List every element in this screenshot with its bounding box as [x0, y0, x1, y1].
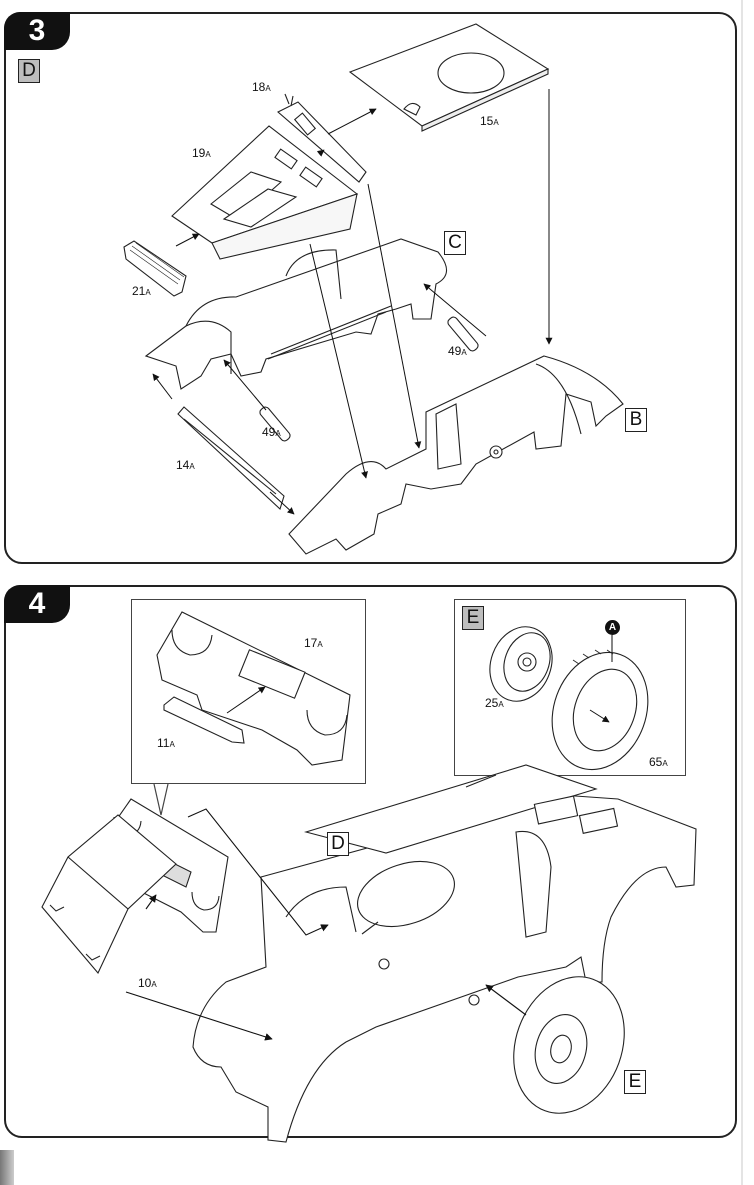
wheel-assembled — [513, 976, 625, 1114]
part-65-tyre — [551, 649, 649, 771]
part-11-plate — [163, 696, 245, 744]
page-edge-tab — [0, 1150, 14, 1185]
assembly-label-c: C — [444, 231, 466, 255]
part-number-14: 14A — [176, 458, 195, 472]
step-number: 3 — [4, 12, 70, 50]
assembly-d-hull — [192, 764, 697, 1143]
part-15-roof-plate — [348, 23, 550, 132]
assembly-label-d: D — [327, 832, 349, 856]
part-number-49-rear: 49A — [448, 344, 467, 358]
assembly-label-e-main: E — [624, 1070, 646, 1094]
assembly-label-e: E — [462, 606, 484, 630]
callout-pointer — [153, 783, 169, 816]
part-14-side-rail — [177, 406, 285, 511]
step-3-panel: 3 D — [4, 12, 737, 564]
part-number-65: 65A — [649, 755, 668, 769]
assembly-label-b: B — [625, 408, 647, 432]
step-4-diagram — [41, 764, 697, 1143]
part-number-17: 17A — [304, 636, 323, 650]
assembly-c-upper-body — [144, 238, 448, 390]
part-19-engine-deck — [171, 125, 359, 260]
part-number-10: 10A — [138, 976, 157, 990]
marker-a: A — [605, 620, 620, 635]
inset-wheel-assembly: E A — [454, 599, 686, 776]
page-edge — [741, 0, 743, 1185]
part-number-18: 18A — [252, 80, 271, 94]
step-3-diagram — [123, 23, 624, 555]
part-number-11: 11A — [157, 736, 175, 750]
part-21-grille — [123, 240, 187, 297]
part-49-axle-rear — [447, 316, 479, 352]
part-number-21: 21A — [132, 284, 151, 298]
part-25-wheel-rim — [489, 626, 553, 702]
part-49-axle-front — [259, 406, 291, 442]
assembly-b-lower-hull — [288, 355, 624, 555]
inset-front-plate: 17A 11A — [131, 599, 366, 784]
step-4-panel: 4 17A 11A — [4, 585, 737, 1143]
part-18-hatch-plate — [277, 93, 367, 183]
step-number: 4 — [4, 585, 70, 623]
part-number-15: 15A — [480, 114, 499, 128]
part-number-25: 25A — [485, 696, 504, 710]
sub-assembly-label-d: D — [18, 59, 40, 83]
part-17-front-plate — [156, 611, 351, 766]
part-number-19: 19A — [192, 146, 211, 160]
part-10-glacis-plate — [41, 814, 177, 975]
part-number-49-front: 49A — [262, 425, 281, 439]
